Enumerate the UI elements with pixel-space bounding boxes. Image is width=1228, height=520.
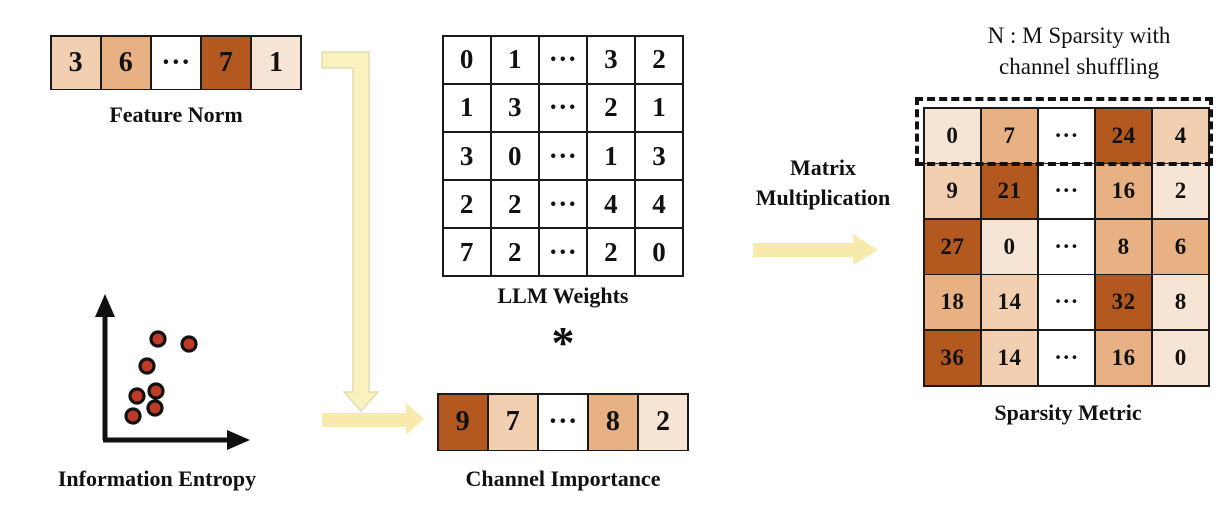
matrix-cell: ··· <box>539 228 587 276</box>
matrix-cell: 7 <box>981 108 1038 163</box>
matrix-cell: 6 <box>1152 219 1209 274</box>
matrix-cell: 2 <box>587 84 635 132</box>
scatter-dot <box>124 407 142 425</box>
matrix-cell: ··· <box>538 394 588 450</box>
information-entropy-label: Information Entropy <box>57 466 257 491</box>
matrix-cell: 3 <box>635 132 683 180</box>
nm-sparsity-title-line1: N : M Sparsity with <box>987 23 1171 48</box>
matrix-cell: 2 <box>587 228 635 276</box>
matrix-cell: ··· <box>1038 164 1095 219</box>
matrix-cell: 8 <box>588 394 638 450</box>
elbow-arrow-feature-to-importance <box>321 51 380 413</box>
matrix-cell: 14 <box>981 330 1038 385</box>
sparsity-metric-label: Sparsity Metric <box>994 400 1142 425</box>
matrix-cell: 1 <box>251 36 301 89</box>
channel-importance-label: Channel Importance <box>465 466 661 491</box>
matrix-cell: 7 <box>488 394 538 450</box>
scatter-dot <box>146 399 164 417</box>
matrix-cell: 18 <box>924 275 981 330</box>
row-highlight-dashed-box <box>915 97 1213 166</box>
matrix-cell: 8 <box>1152 275 1209 330</box>
scatter-dot <box>147 382 165 400</box>
matrix-cell: ··· <box>151 36 201 89</box>
matrix-cell: 3 <box>51 36 101 89</box>
matrix-cell: 0 <box>443 36 491 84</box>
matrix-multiplication-line1: Matrix <box>790 155 856 180</box>
matrix-cell: 36 <box>924 330 981 385</box>
matrix-cell: 3 <box>491 84 539 132</box>
nm-sparsity-title: N : M Sparsity with channel shuffling <box>938 20 1220 82</box>
scatter-dot <box>149 330 167 348</box>
x-axis-arrowhead-icon <box>227 430 250 450</box>
matrix-cell: ··· <box>1038 275 1095 330</box>
matrix-cell: 0 <box>924 108 981 163</box>
matrix-cell: 0 <box>491 132 539 180</box>
matrix-cell: 7 <box>443 228 491 276</box>
y-axis-arrowhead-icon <box>95 294 115 317</box>
matrix-cell: ··· <box>539 84 587 132</box>
arrow-entropy-to-importance <box>322 403 424 435</box>
matrix-cell: 1 <box>587 132 635 180</box>
matrix-cell: 2 <box>491 228 539 276</box>
matrix-cell: 32 <box>1095 275 1152 330</box>
matrix-cell: 16 <box>1095 330 1152 385</box>
matrix-cell: 2 <box>638 394 688 450</box>
nm-sparsity-title-line2: channel shuffling <box>999 54 1159 79</box>
matrix-cell: 9 <box>438 394 488 450</box>
matrix-cell: 2 <box>491 180 539 228</box>
matrix-cell: 1 <box>491 36 539 84</box>
matrix-cell: ··· <box>539 132 587 180</box>
matrix-cell: 6 <box>101 36 151 89</box>
matrix-cell: ··· <box>1038 330 1095 385</box>
information-entropy-plot <box>95 294 250 450</box>
matrix-cell: 0 <box>635 228 683 276</box>
matrix-cell: 2 <box>443 180 491 228</box>
matrix-cell: 2 <box>1152 164 1209 219</box>
matrix-cell: 4 <box>587 180 635 228</box>
scatter-dot <box>138 357 156 375</box>
matrix-cell: 1 <box>635 84 683 132</box>
matrix-cell: 2 <box>635 36 683 84</box>
scatter-dot <box>180 335 198 353</box>
matrix-cell: 0 <box>1152 330 1209 385</box>
matrix-cell: 27 <box>924 219 981 274</box>
matrix-cell: ··· <box>1038 108 1095 163</box>
matrix-cell: 7 <box>201 36 251 89</box>
matrix-cell: ··· <box>539 180 587 228</box>
feature-norm-label: Feature Norm <box>109 102 243 127</box>
multiply-operator: * <box>551 317 575 368</box>
llm-weights-label: LLM Weights <box>497 283 629 308</box>
matrix-cell: 8 <box>1095 219 1152 274</box>
matrix-cell: 4 <box>1152 108 1209 163</box>
matrix-multiplication-label: Matrix Multiplication <box>737 153 909 213</box>
matrix-cell: 3 <box>587 36 635 84</box>
matrix-cell: 16 <box>1095 164 1152 219</box>
matrix-cell: 1 <box>443 84 491 132</box>
arrow-matrix-multiplication <box>753 234 878 265</box>
matrix-cell: 14 <box>981 275 1038 330</box>
matrix-multiplication-line2: Multiplication <box>755 185 891 210</box>
scatter-dots <box>124 330 198 425</box>
matrix-cell: 0 <box>981 219 1038 274</box>
scatter-dot <box>128 387 146 405</box>
matrix-cell: 21 <box>981 164 1038 219</box>
matrix-cell: ··· <box>539 36 587 84</box>
matrix-cell: 4 <box>635 180 683 228</box>
matrix-cell: 9 <box>924 164 981 219</box>
matrix-cell: 3 <box>443 132 491 180</box>
matrix-cell: ··· <box>1038 219 1095 274</box>
matrix-cell: 24 <box>1095 108 1152 163</box>
